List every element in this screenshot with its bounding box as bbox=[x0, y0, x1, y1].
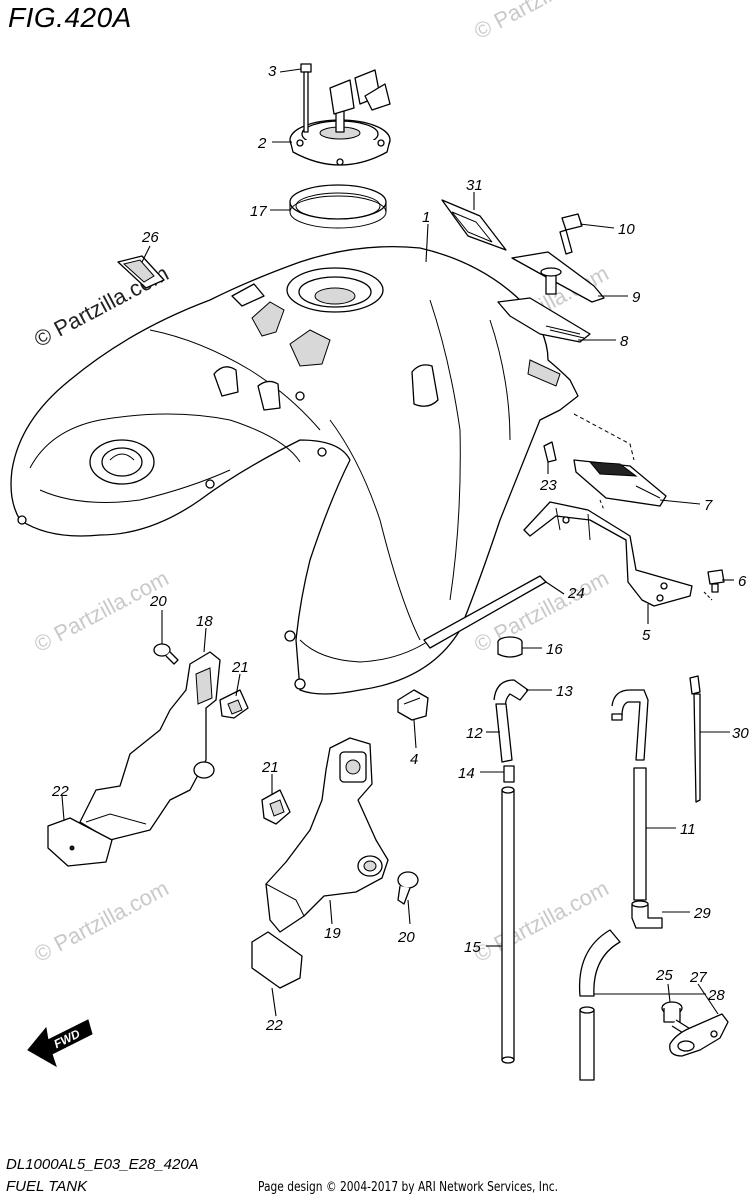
callout-20[interactable]: 20 bbox=[149, 593, 167, 610]
callout-10[interactable]: 10 bbox=[618, 221, 635, 238]
part-14-joint[interactable] bbox=[503, 765, 515, 783]
part-22-pad[interactable] bbox=[47, 817, 113, 867]
part-4-clamp[interactable] bbox=[397, 689, 429, 721]
callout-23[interactable]: 23 bbox=[539, 477, 557, 494]
part-31-label[interactable] bbox=[441, 199, 507, 251]
part-20-bolt[interactable] bbox=[397, 871, 419, 905]
callout-18[interactable]: 18 bbox=[196, 613, 213, 630]
model-code: DL1000AL5_E03_E28_420A bbox=[6, 1156, 199, 1173]
part-16-cushion[interactable] bbox=[497, 636, 523, 658]
section-name: FUEL TANK bbox=[6, 1178, 88, 1195]
part-19-bracket[interactable] bbox=[265, 737, 389, 933]
part-21-cushion[interactable] bbox=[261, 789, 291, 825]
part-26-clip[interactable] bbox=[117, 255, 165, 289]
callout-21-lower[interactable]: 21 bbox=[261, 759, 279, 776]
part-5-bracket[interactable] bbox=[523, 501, 693, 607]
part-8-cushion[interactable] bbox=[497, 297, 591, 343]
part-7-cushion[interactable] bbox=[573, 459, 667, 507]
callout-22-lower[interactable]: 22 bbox=[265, 1017, 283, 1034]
part-15-hose[interactable] bbox=[501, 786, 515, 1064]
callout-28[interactable]: 28 bbox=[707, 987, 725, 1004]
callout-4[interactable]: 4 bbox=[410, 751, 418, 768]
callout-31[interactable]: 31 bbox=[466, 177, 483, 194]
part-10-bolt[interactable] bbox=[559, 213, 583, 255]
page-credit: Page design © 2004-2017 by ARI Network S… bbox=[258, 1180, 558, 1195]
callout-9[interactable]: 9 bbox=[632, 289, 641, 306]
part-3-bolt[interactable] bbox=[300, 63, 312, 133]
callout-1[interactable]: 1 bbox=[422, 209, 430, 226]
callout-25[interactable]: 25 bbox=[655, 967, 673, 984]
part-21-cushion[interactable] bbox=[219, 689, 249, 719]
part-2-fuel-cap[interactable] bbox=[289, 69, 391, 166]
callout-15[interactable]: 15 bbox=[464, 939, 481, 956]
callout-22[interactable]: 22 bbox=[51, 783, 69, 800]
callout-26[interactable]: 26 bbox=[141, 229, 159, 246]
part-30-tie[interactable] bbox=[689, 675, 701, 803]
callout-13[interactable]: 13 bbox=[556, 683, 573, 700]
part-20-bolt[interactable] bbox=[153, 643, 179, 665]
part-17-gasket[interactable] bbox=[289, 184, 387, 229]
part-23-clip[interactable] bbox=[543, 441, 557, 463]
callout-14[interactable]: 14 bbox=[458, 765, 475, 782]
part-18-bracket[interactable] bbox=[79, 651, 221, 841]
callout-16[interactable]: 16 bbox=[546, 641, 563, 658]
callout-11[interactable]: 11 bbox=[680, 821, 696, 838]
part-6-bolt[interactable] bbox=[703, 569, 725, 601]
fwd-arrow-icon: FWD bbox=[27, 1019, 93, 1068]
callout-8[interactable]: 8 bbox=[620, 333, 629, 350]
part-12-hose[interactable] bbox=[495, 703, 513, 763]
callout-17[interactable]: 17 bbox=[250, 203, 267, 220]
callout-5[interactable]: 5 bbox=[642, 627, 651, 644]
part-9-bracket[interactable] bbox=[511, 251, 605, 303]
part-1-fuel-tank[interactable] bbox=[10, 245, 579, 695]
callout-27[interactable]: 27 bbox=[689, 969, 707, 986]
callout-29[interactable]: 29 bbox=[693, 905, 711, 922]
figure-title: FIG.420A bbox=[8, 2, 132, 33]
part-27-clamp[interactable] bbox=[669, 1013, 729, 1057]
leader-lines bbox=[61, 68, 734, 1017]
callout-7[interactable]: 7 bbox=[704, 497, 713, 514]
callout-24[interactable]: 24 bbox=[567, 585, 585, 602]
callout-30[interactable]: 30 bbox=[732, 725, 749, 742]
part-11-hose[interactable] bbox=[611, 689, 649, 901]
callout-20-lower[interactable]: 20 bbox=[397, 929, 415, 946]
callout-6[interactable]: 6 bbox=[738, 573, 747, 590]
callout-3[interactable]: 3 bbox=[268, 63, 277, 80]
callout-21[interactable]: 21 bbox=[231, 659, 249, 676]
callout-19[interactable]: 19 bbox=[324, 925, 341, 942]
part-29-tjoint[interactable] bbox=[631, 900, 663, 929]
callout-labels: 3 2 17 1 31 26 10 9 8 7 6 5 23 24 16 4 2… bbox=[51, 63, 749, 1034]
callout-12[interactable]: 12 bbox=[466, 725, 483, 742]
part-22-pad[interactable] bbox=[251, 931, 303, 989]
callout-2[interactable]: 2 bbox=[257, 135, 267, 152]
part-28-hose[interactable] bbox=[578, 929, 621, 1081]
